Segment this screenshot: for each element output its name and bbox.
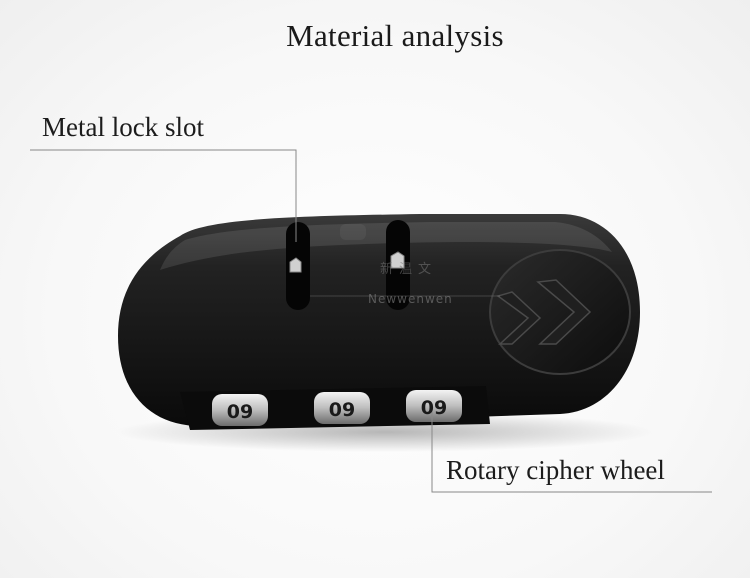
page-title: Material analysis xyxy=(286,18,504,53)
dial-wheel-1: 09 xyxy=(212,394,268,426)
lock-slot-label: Metal lock slot xyxy=(42,112,204,142)
dial-wheel-3: 09 xyxy=(406,390,462,422)
lock-slot-callout-line xyxy=(30,149,297,242)
chevron-icon xyxy=(496,291,542,345)
dial-digit-3: 09 xyxy=(421,397,447,419)
dial-digit-1: 09 xyxy=(227,401,253,423)
lock-body xyxy=(118,214,640,426)
watermark-english: Newwenwen xyxy=(368,292,453,306)
dial-digit-2: 09 xyxy=(329,399,355,421)
watermark-chinese: 新温文 xyxy=(380,262,438,277)
cipher-wheel-label: Rotary cipher wheel xyxy=(446,455,665,485)
reset-button xyxy=(490,250,630,374)
dial-wheel-2: 09 xyxy=(314,392,370,424)
chevron-icon xyxy=(536,279,592,345)
cipher-wheel-callout-line xyxy=(431,412,712,493)
